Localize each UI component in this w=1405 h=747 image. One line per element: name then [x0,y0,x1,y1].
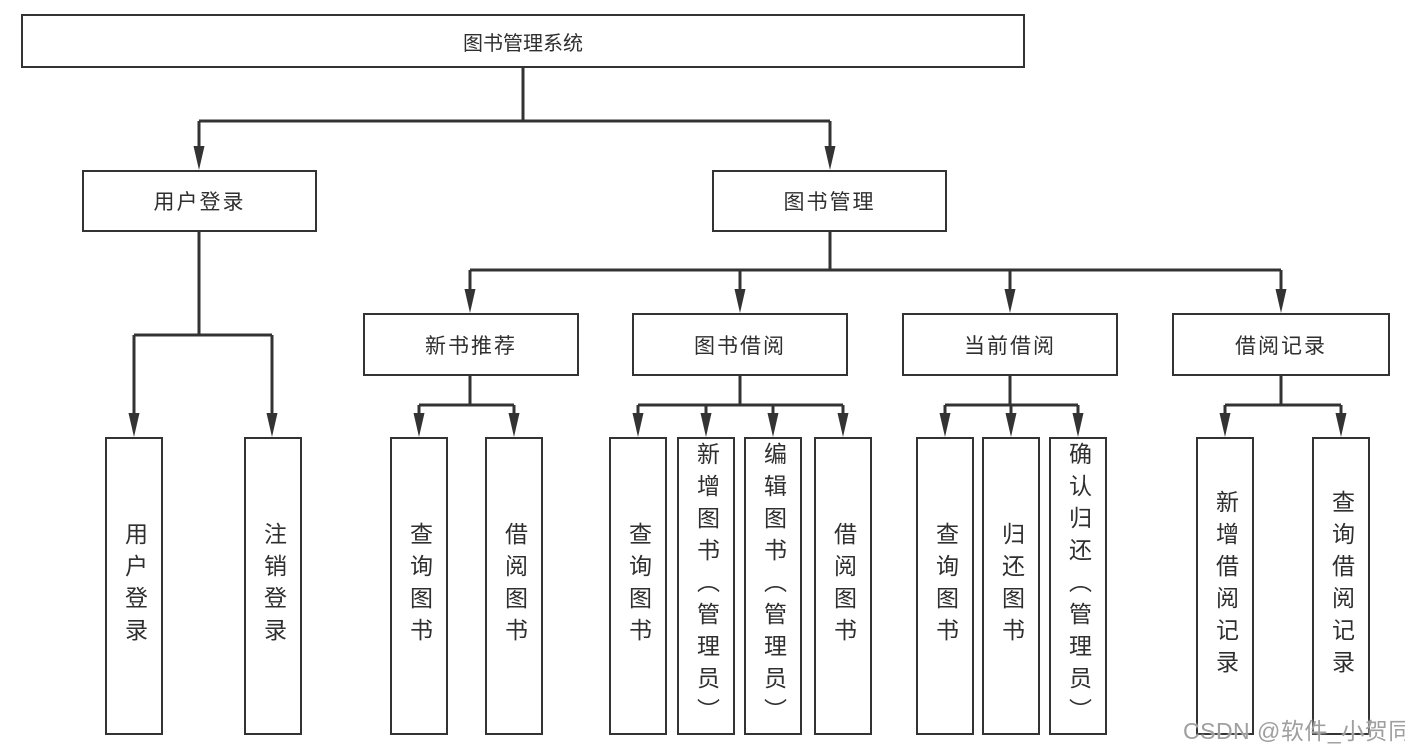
arrow-icon [1005,413,1017,437]
node-new-book-recommend: 新书推荐 [363,313,579,376]
arrow-icon [734,289,746,313]
arrow-icon [939,413,951,437]
node-book-borrow: 图书借阅 [632,313,848,376]
arrow-icon [1275,289,1287,313]
node-book-borrow-label: 图书借阅 [694,334,786,358]
leaf-bb-edit-books-admin: 编辑图书（管理员） [744,437,802,735]
node-book-management: 图书管理 [712,170,947,232]
leaf-nb-query-books-label: 查询图书 [406,522,433,650]
leaf-cb-return-books: 归还图书 [982,437,1040,735]
node-user-login: 用户登录 [82,170,317,232]
connector-book-management [468,232,1283,291]
node-new-book-recommend-label: 新书推荐 [425,334,517,358]
node-book-management-label: 图书管理 [783,191,876,214]
csdn-watermark: CSDN @软件_小贺同学 [1183,718,1405,744]
leaf-br-add-record: 新增借阅记录 [1196,437,1254,735]
leaf-logout: 注销登录 [244,437,302,735]
arrow-icon [1335,413,1347,437]
connector-current-borrow [943,376,1080,415]
leaf-nb-borrow-books-label: 借阅图书 [501,522,528,650]
arrow-icon [193,146,205,170]
leaf-bb-edit-books-admin-label: 编辑图书（管理员） [760,442,787,730]
arrow-icon [1072,413,1084,437]
arrow-icon [464,289,476,313]
leaf-bb-borrow-books: 借阅图书 [814,437,872,735]
arrow-icon [128,413,140,437]
leaf-nb-query-books: 查询图书 [390,437,448,735]
node-root-label: 图书管理系统 [463,32,583,55]
connector-book-borrow [636,376,845,415]
leaf-bb-query-books-label: 查询图书 [625,522,652,650]
node-borrow-records: 借阅记录 [1172,313,1390,376]
leaf-cb-confirm-return-admin-label: 确认归还（管理员） [1065,442,1092,730]
arrow-icon [1219,413,1231,437]
arrow-icon [824,146,836,170]
leaf-cb-return-books-label: 归还图书 [998,522,1025,650]
leaf-br-add-record-label: 新增借阅记录 [1212,490,1239,682]
node-borrow-records-label: 借阅记录 [1235,334,1327,358]
leaf-cb-query-books: 查询图书 [916,437,974,735]
connector-root-to-level2 [197,68,832,148]
connector-user-login [132,232,274,415]
arrow-icon [413,413,425,437]
arrow-icon [1004,289,1016,313]
connector-borrow-records [1223,376,1343,415]
arrow-icon [508,413,520,437]
node-user-login-label: 用户登录 [153,191,246,214]
leaf-br-query-record: 查询借阅记录 [1312,437,1370,735]
node-current-borrow: 当前借阅 [902,313,1118,376]
arrow-icon [837,413,849,437]
leaf-bb-add-books-admin: 新增图书（管理员） [677,437,735,735]
leaf-bb-add-books-admin-label: 新增图书（管理员） [693,442,720,730]
leaf-logout-label: 注销登录 [260,522,287,650]
arrow-icon [632,413,644,437]
arrow-icon [266,413,278,437]
leaf-cb-confirm-return-admin: 确认归还（管理员） [1049,437,1107,735]
node-current-borrow-label: 当前借阅 [964,334,1056,358]
leaf-cb-query-books-label: 查询图书 [932,522,959,650]
node-root: 图书管理系统 [21,14,1025,68]
leaf-bb-borrow-books-label: 借阅图书 [830,522,857,650]
leaf-nb-borrow-books: 借阅图书 [485,437,543,735]
arrow-icon [767,413,779,437]
leaf-user-login-label: 用户登录 [121,522,148,650]
arrow-icon [700,413,712,437]
leaf-user-login: 用户登录 [105,437,163,735]
leaf-br-query-record-label: 查询借阅记录 [1328,490,1355,682]
connector-new-book [417,376,516,415]
leaf-bb-query-books: 查询图书 [609,437,667,735]
